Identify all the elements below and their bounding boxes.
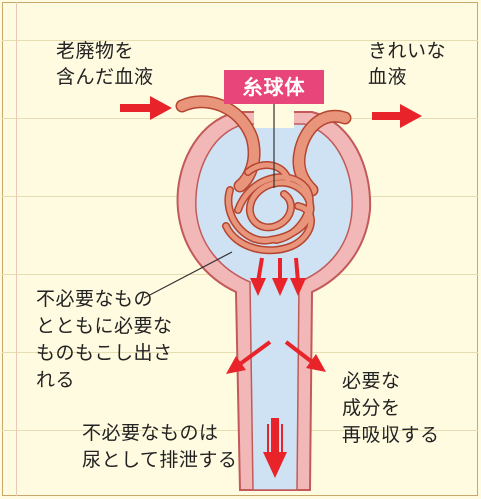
excretion-arrow bbox=[263, 418, 287, 478]
excrete-label: 不必要なものは 尿として排泄する bbox=[82, 422, 238, 471]
filter-leader bbox=[143, 251, 233, 299]
notebook-margin bbox=[16, 2, 17, 496]
reabsorb-arrow-right bbox=[284, 340, 326, 372]
glomerulus-capillaries bbox=[175, 95, 352, 255]
filtration-arrow bbox=[290, 257, 306, 296]
filtration-arrow bbox=[272, 258, 288, 296]
reabsorb-label: 必要な 成分を 再吸収する bbox=[342, 370, 440, 446]
notebook-rule bbox=[2, 40, 478, 41]
filter-out-label: 不必要なもの とともに必要な ものもこし出さ れる bbox=[36, 288, 173, 391]
reabsorb-arrow-left bbox=[226, 340, 272, 374]
waste-blood-label: 老廃物を 含んだ血液 bbox=[56, 40, 154, 88]
glomerulus-badge: 糸球体 bbox=[224, 70, 324, 104]
clean-blood-label: きれいな 血液 bbox=[368, 40, 447, 88]
outflow-arrow bbox=[372, 104, 422, 128]
filtration-arrow bbox=[250, 257, 266, 296]
inflow-arrow bbox=[120, 96, 172, 120]
